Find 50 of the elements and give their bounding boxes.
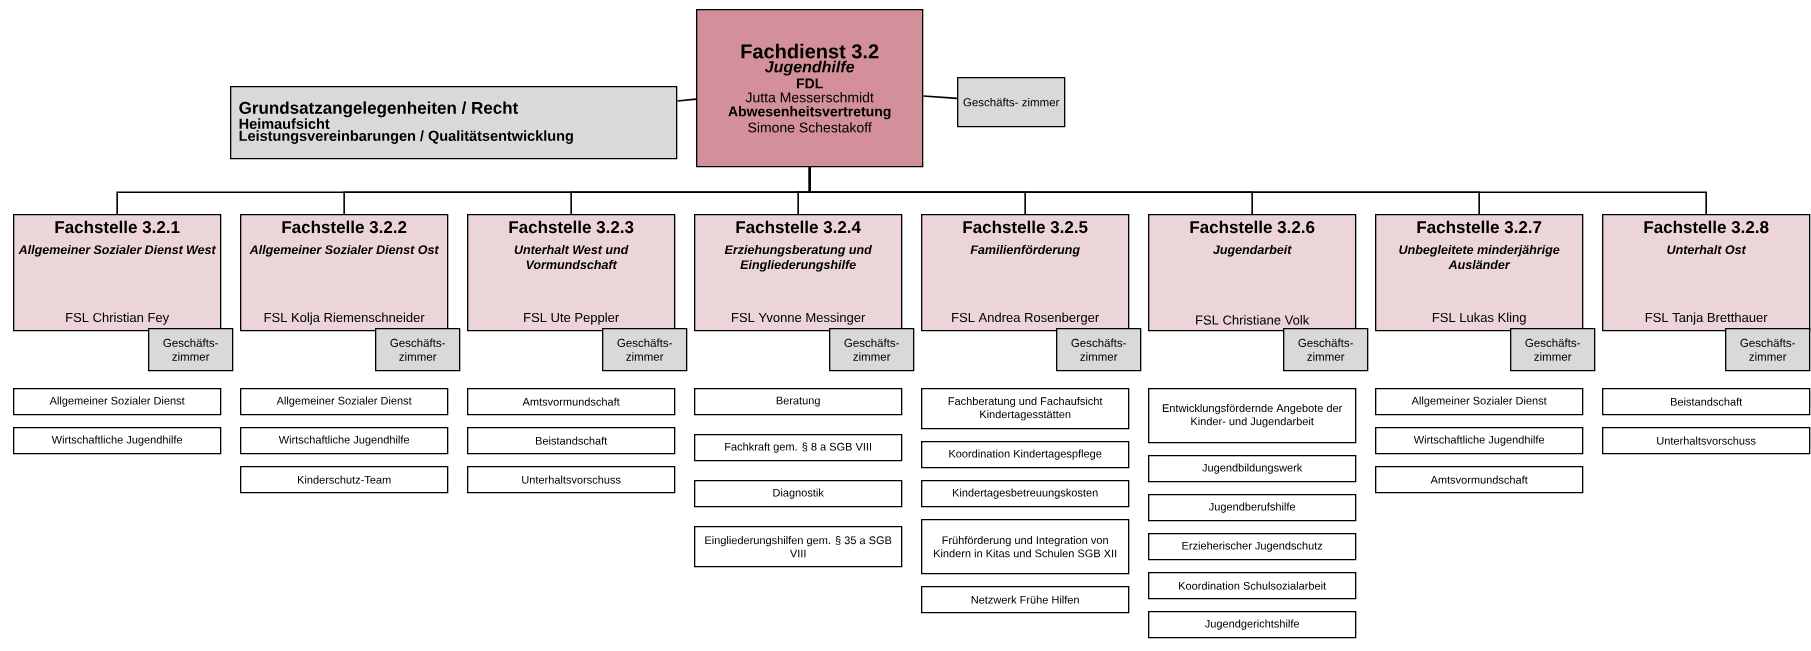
connector-line [676, 98, 697, 102]
connector-line [808, 166, 1707, 215]
task-box: Netzwerk Frühe Hilfen [921, 586, 1130, 614]
task-box: Erzieherischer Jugendschutz [1148, 533, 1357, 561]
task-box: Diagnostik [694, 480, 903, 508]
task-box: Beratung [694, 388, 903, 416]
staff-unit-box: Grundsatzangelegenheiten / Recht Heimaufsicht Leistungsvereinbarungen / Qualitätsentwicklung [230, 86, 678, 160]
office-box: Geschäfts- zimmer [1510, 328, 1596, 372]
task-box: Beistandschaft [1602, 388, 1811, 416]
task-box: Jugendgerichtshilfe [1148, 611, 1357, 639]
task-box: Amtsvormundschaft [467, 388, 676, 416]
task-box: Koordination Kindertagespflege [921, 441, 1130, 469]
office-box: Geschäfts- zimmer [1283, 328, 1369, 372]
task-box: Unterhaltsvorschuss [1602, 427, 1811, 455]
task-box: Wirtschaftliche Jugendhilfe [240, 427, 449, 455]
unit-box: Fachstelle 3.2.8 Unterhalt Ost FSL Tanja Bretthauer [1602, 214, 1811, 332]
task-box: Wirtschaftliche Jugendhilfe [13, 427, 222, 455]
task-box: Allgemeiner Sozialer Dienst [240, 388, 449, 416]
department-box: Fachdienst 3.2 Jugendhilfe FDL Jutta Messerschmidt Abwesenheitsvertretung Simone Schestakoff [696, 9, 924, 168]
task-box: Fachberatung und Fachaufsicht Kindertagesstätten [921, 388, 1130, 430]
task-box: Fachkraft gem. § 8 a SGB VIII [694, 434, 903, 462]
office-box: Geschäfts- zimmer [602, 328, 688, 372]
task-box: Beistandschaft [467, 427, 676, 455]
task-box: Frühförderung und Integration von Kindern in Kitas und Schulen SGB XII [921, 519, 1130, 575]
task-box: Eingliederungshilfen gem. § 35 a SGB VIII [694, 526, 903, 568]
task-box: Allgemeiner Sozialer Dienst [1375, 388, 1584, 416]
task-box: Amtsvormundschaft [1375, 466, 1584, 494]
unit-box: Fachstelle 3.2.1 Allgemeiner Sozialer Dienst West FSL Christian Fey [13, 214, 222, 332]
task-box: Allgemeiner Sozialer Dienst [13, 388, 222, 416]
task-box: Unterhaltsvorschuss [467, 466, 676, 494]
unit-box: Fachstelle 3.2.4 Erziehungsberatung und Eingliederungshilfe FSL Yvonne Messinger [694, 214, 903, 332]
office-box: Geschäfts- zimmer [1725, 328, 1811, 372]
office-box: Geschäfts- zimmer [957, 77, 1066, 128]
task-box: Kinderschutz-Team [240, 466, 449, 494]
office-box: Geschäfts- zimmer [148, 328, 234, 372]
task-box: Jugendberufshilfe [1148, 494, 1357, 522]
task-box: Entwicklungsfördernde Angebote der Kinder- und Jugendarbeit [1148, 388, 1357, 444]
office-box: Geschäfts- zimmer [375, 328, 461, 372]
connector-line [922, 95, 958, 100]
office-box: Geschäfts- zimmer [829, 328, 915, 372]
task-box: Kindertagesbetreuungskosten [921, 480, 1130, 508]
office-box: Geschäfts- zimmer [1056, 328, 1142, 372]
task-box: Jugendbildungswerk [1148, 455, 1357, 483]
task-box: Wirtschaftliche Jugendhilfe [1375, 427, 1584, 455]
task-box: Koordination Schulsozialarbeit [1148, 572, 1357, 600]
unit-box: Fachstelle 3.2.5 Familienförderung FSL Andrea Rosenberger [921, 214, 1130, 332]
unit-box: Fachstelle 3.2.2 Allgemeiner Sozialer Dienst Ost FSL Kolja Riemenschneider [240, 214, 449, 332]
unit-box: Fachstelle 3.2.7 Unbegleitete minderjährige Ausländer FSL Lukas Kling [1375, 214, 1584, 332]
unit-box: Fachstelle 3.2.3 Unterhalt West und Vormundschaft FSL Ute Peppler [467, 214, 676, 332]
unit-box: Fachstelle 3.2.6 Jugendarbeit FSL Christiane Volk [1148, 214, 1357, 332]
